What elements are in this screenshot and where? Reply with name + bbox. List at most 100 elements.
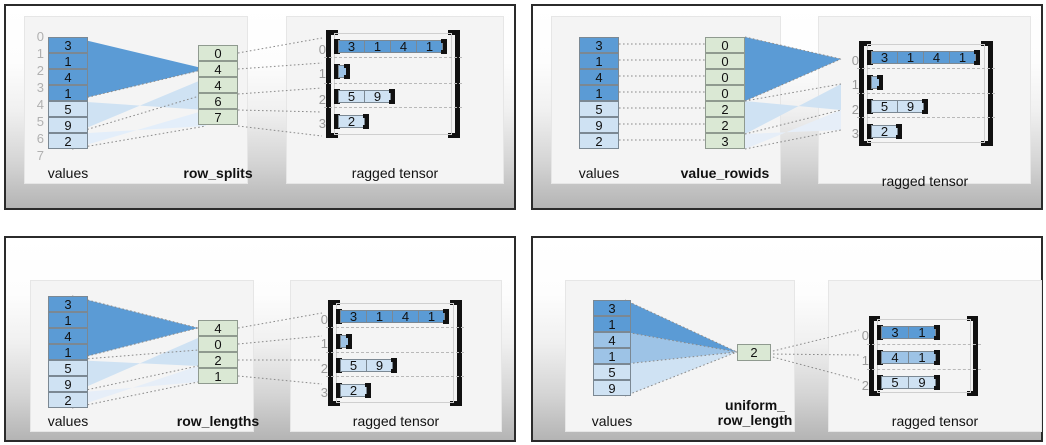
tensor-row-label: 3 bbox=[851, 126, 859, 141]
row-bracket-left bbox=[867, 124, 873, 139]
values-cell: 5 bbox=[593, 364, 631, 380]
values-index-label: 2 bbox=[36, 63, 44, 78]
values-cell: 1 bbox=[48, 85, 88, 101]
values-cell: 3 bbox=[593, 300, 631, 316]
tensor-cell: 9 bbox=[366, 359, 393, 372]
values-cell: 9 bbox=[593, 380, 631, 396]
row-splits-cell: 6 bbox=[198, 93, 238, 109]
tensor-cell: 4 bbox=[881, 351, 909, 364]
values-cell: 2 bbox=[48, 133, 88, 149]
tensor-bracket-right bbox=[450, 300, 462, 406]
tensor-cell: 9 bbox=[364, 90, 391, 103]
row-bracket-left bbox=[334, 114, 340, 129]
tensor-cell: 2 bbox=[338, 115, 365, 128]
row-bracket-left bbox=[334, 89, 340, 104]
tensor-cell: 1 bbox=[418, 310, 445, 323]
tensor-row-separator bbox=[857, 93, 995, 94]
connector-overlay-tl bbox=[71, 37, 323, 150]
connector-overlay-br bbox=[624, 299, 860, 397]
values-caption: values bbox=[47, 413, 89, 429]
row-bracket-right bbox=[365, 383, 371, 398]
values-cell: 1 bbox=[579, 53, 619, 69]
row-bracket-left bbox=[877, 325, 883, 340]
values-cell: 3 bbox=[579, 37, 619, 53]
row-bracket-right bbox=[441, 39, 447, 54]
row-splits-cell: 4 bbox=[198, 77, 238, 93]
tensor-caption: ragged tensor bbox=[891, 413, 979, 429]
tensor-cell: 5 bbox=[340, 359, 367, 372]
values-cell: 9 bbox=[48, 376, 88, 392]
values-cell: 1 bbox=[48, 53, 88, 69]
tensor-row-label: 1 bbox=[318, 66, 326, 81]
encoding-caption: value_rowids bbox=[680, 165, 770, 181]
row-bracket-right bbox=[877, 75, 883, 90]
values-caption: values bbox=[47, 165, 89, 181]
tensor-cell: 3 bbox=[340, 310, 367, 323]
tensor-row-label: 0 bbox=[318, 42, 326, 57]
tensor-row-separator bbox=[326, 376, 464, 377]
row-bracket-right bbox=[443, 309, 449, 324]
row-bracket-right bbox=[344, 64, 350, 79]
tensor-row-separator bbox=[867, 369, 981, 370]
tensor-cell: 3 bbox=[338, 40, 365, 53]
tensor-inner-frame bbox=[336, 303, 454, 403]
values-cell: 4 bbox=[593, 332, 631, 348]
value-rowids-cell: 0 bbox=[705, 85, 745, 101]
tensor-row-separator bbox=[324, 83, 462, 84]
row-bracket-left bbox=[877, 350, 883, 365]
panel-uniform-row-length: 3 1 4 1 5 9 2 0 1 2 3 1 4 1 5 9 values u… bbox=[531, 236, 1043, 442]
values-index-label: 3 bbox=[36, 80, 44, 95]
tensor-cell: 1 bbox=[366, 310, 393, 323]
row-splits-cell: 0 bbox=[198, 45, 238, 61]
row-bracket-left bbox=[867, 99, 873, 114]
row-bracket-left bbox=[336, 334, 342, 349]
tensor-row-label: 3 bbox=[318, 116, 326, 131]
tensor-row-separator bbox=[867, 344, 981, 345]
row-bracket-right bbox=[922, 99, 928, 114]
tensor-cell: 3 bbox=[871, 51, 898, 64]
tensor-row-label: 2 bbox=[318, 92, 326, 107]
tensor-row-separator bbox=[326, 327, 464, 328]
tensor-cell: 5 bbox=[871, 100, 898, 113]
row-bracket-left bbox=[336, 358, 342, 373]
value-rowids-cell: 2 bbox=[705, 117, 745, 133]
values-cell: 1 bbox=[48, 312, 88, 328]
panel-row-splits: 0 1 2 3 4 5 6 7 3 1 4 1 5 9 2 0 4 4 6 7 … bbox=[4, 4, 516, 210]
tensor-row-label: 2 bbox=[851, 102, 859, 117]
values-index-label: 6 bbox=[36, 131, 44, 146]
values-caption: values bbox=[591, 413, 633, 429]
tensor-bracket-right bbox=[448, 30, 460, 138]
values-cell: 3 bbox=[48, 296, 88, 312]
row-bracket-right bbox=[346, 334, 352, 349]
tensor-cell: 1 bbox=[949, 51, 976, 64]
tensor-cell: 9 bbox=[897, 100, 924, 113]
row-lengths-cell: 2 bbox=[198, 352, 238, 368]
values-cell: 2 bbox=[579, 133, 619, 149]
tensor-row-separator bbox=[324, 57, 462, 58]
values-cell: 1 bbox=[579, 85, 619, 101]
value-rowids-cell: 0 bbox=[705, 53, 745, 69]
tensor-cell: 3 bbox=[881, 326, 909, 339]
tensor-row-label: 0 bbox=[861, 328, 869, 343]
value-rowids-cell: 3 bbox=[705, 133, 745, 149]
values-cell: 1 bbox=[48, 344, 88, 360]
value-rowids-cell: 0 bbox=[705, 69, 745, 85]
tensor-cell: 2 bbox=[340, 384, 367, 397]
values-cell: 9 bbox=[579, 117, 619, 133]
encoding-caption: row_splits bbox=[183, 165, 253, 181]
tensor-row-separator bbox=[324, 107, 462, 108]
row-bracket-left bbox=[336, 309, 342, 324]
tensor-cell: 4 bbox=[390, 40, 417, 53]
uniform-row-length-cell: 2 bbox=[737, 344, 771, 361]
tensor-row-label: 1 bbox=[851, 77, 859, 92]
tensor-cell: 2 bbox=[871, 125, 898, 138]
values-cell: 1 bbox=[593, 316, 631, 332]
connector-overlay-tr bbox=[619, 36, 842, 150]
tensor-cell: 1 bbox=[908, 326, 936, 339]
subpanel-ragged-tensor bbox=[290, 280, 502, 432]
panel-row-lengths: 3 1 4 1 5 9 2 4 0 2 1 0 1 2 3 3 1 4 1 5 … bbox=[4, 236, 516, 442]
row-bracket-left bbox=[877, 375, 883, 390]
value-rowids-cell: 0 bbox=[705, 37, 745, 53]
values-cell: 5 bbox=[48, 101, 88, 117]
